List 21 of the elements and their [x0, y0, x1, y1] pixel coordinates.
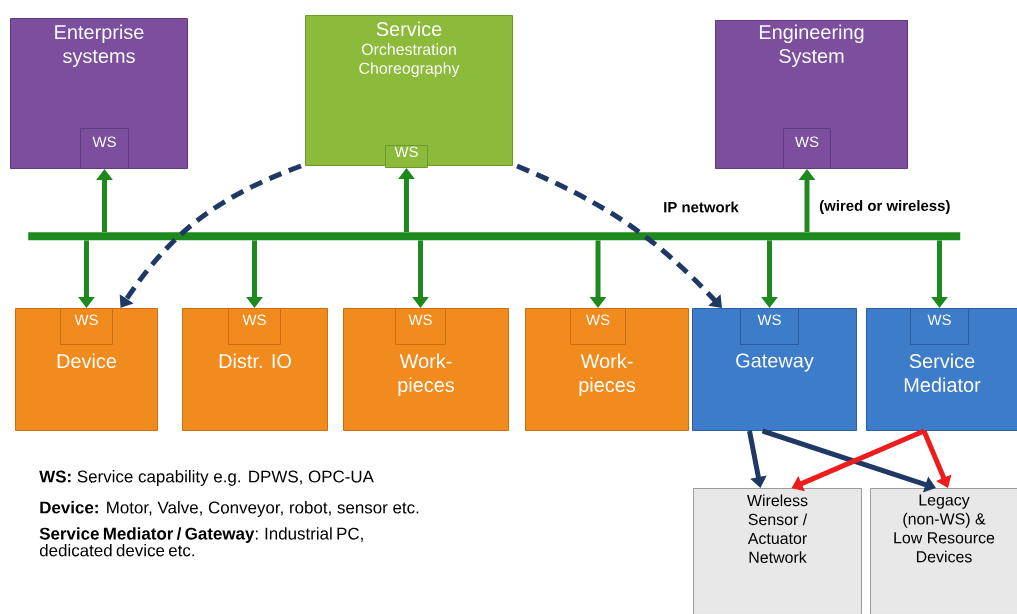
ws-tag: WS	[228, 308, 281, 345]
arrow	[921, 430, 952, 488]
network-label: IP network	[664, 201, 739, 213]
dashed-arrow	[119, 163, 302, 308]
note-text: Service Mediator / Gateway: Industrial PC, dedicated device etc.	[39, 527, 363, 557]
note-text: WS: Service capability e.g. DPWS, OPC-UA	[39, 470, 374, 486]
dashed-arrow	[516, 163, 722, 308]
ws-tag: WS	[80, 128, 129, 169]
network-box: Wireless Sensor / Actuator Network	[693, 488, 862, 614]
ws-tag: WS	[910, 308, 969, 345]
ws-tag: WS	[385, 145, 428, 168]
ws-tag: WS	[740, 308, 799, 345]
ws-tag: WS	[570, 308, 626, 345]
network-box: Legacy (non-WS) & Low Resource Devices	[870, 488, 1017, 614]
arrow	[747, 430, 767, 488]
ws-tag: WS	[395, 308, 446, 345]
network-bus	[28, 232, 961, 241]
ws-tag: WS	[783, 128, 831, 169]
network-label: (wired or wireless)	[819, 200, 950, 214]
ws-tag: WS	[60, 308, 113, 345]
note-text: Device: Motor, Valve, Conveyor, robot, sensor etc.	[40, 501, 419, 517]
